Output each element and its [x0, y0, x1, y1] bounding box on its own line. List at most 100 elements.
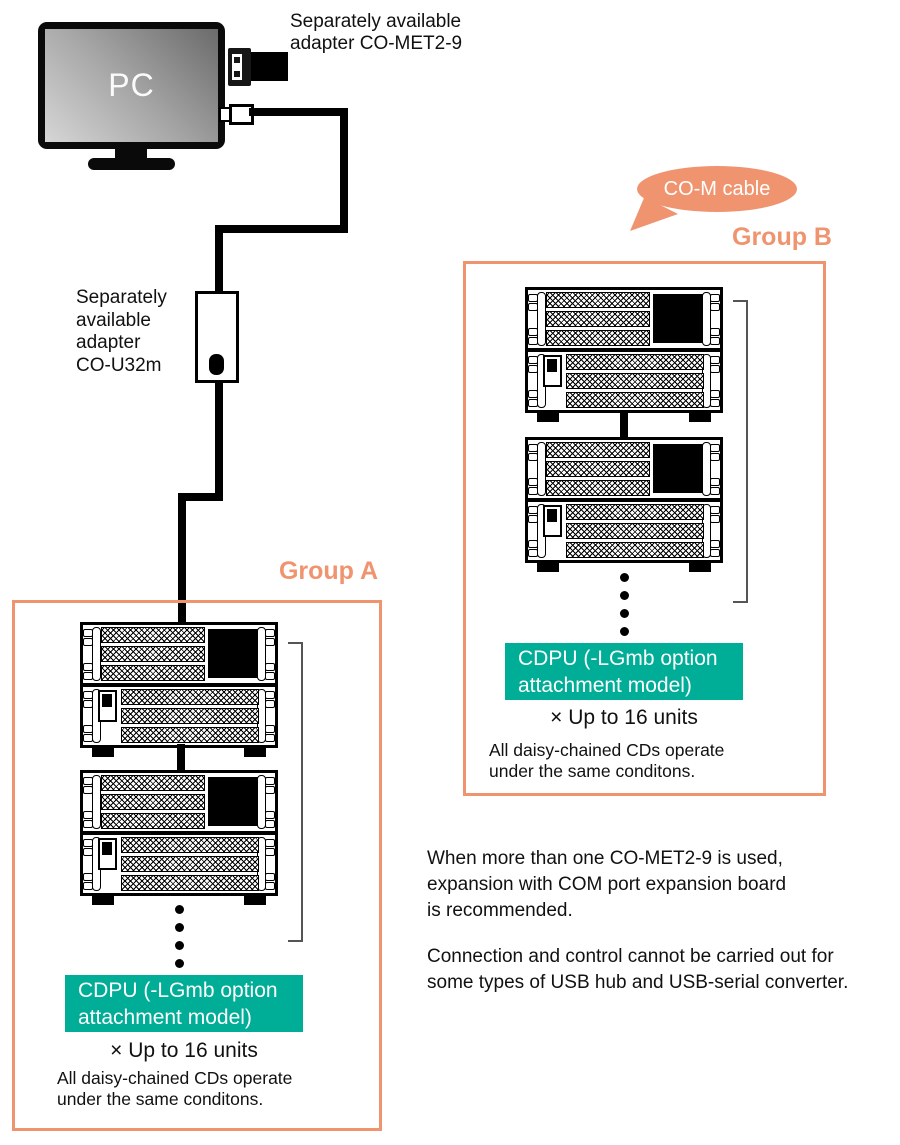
- cd-unit: [525, 437, 723, 572]
- power-switch: [98, 838, 117, 870]
- vent-panel: [546, 330, 650, 346]
- screw-icon: [265, 848, 275, 856]
- cable-segment: [178, 493, 186, 624]
- vent-panel: [101, 794, 205, 810]
- ellipsis-dot: [175, 941, 184, 950]
- screw-icon: [265, 811, 275, 819]
- cable-segment: [215, 225, 348, 233]
- rack-rail: [257, 775, 266, 829]
- ellipsis-dot: [620, 627, 629, 636]
- cd-chassis-display: [80, 770, 278, 834]
- co-m-cable-bubble: CO-M cable: [637, 166, 797, 212]
- pc-label: PC: [108, 67, 155, 103]
- quantity-label: × Up to 16 units: [110, 1039, 258, 1062]
- vent-panel: [121, 708, 259, 724]
- ellipsis-dot: [620, 609, 629, 618]
- units-bracket: [733, 300, 748, 603]
- unit-foot: [92, 748, 114, 757]
- power-switch: [98, 690, 117, 722]
- cd-chassis-base: [525, 349, 723, 413]
- screw-icon: [710, 453, 720, 461]
- cable-segment: [620, 410, 628, 439]
- screw-icon: [265, 629, 275, 637]
- screw-icon: [265, 734, 275, 742]
- co-u32m-adapter: [195, 291, 239, 383]
- rack-rail: [257, 627, 266, 681]
- vent-panel: [101, 665, 205, 681]
- rack-rail: [537, 442, 546, 496]
- units-bracket: [288, 642, 303, 942]
- co-u32m-label: Separately available adapter CO-U32m: [76, 287, 167, 376]
- vent-panel: [121, 727, 259, 743]
- rack-rail: [92, 627, 101, 681]
- screw-icon: [265, 882, 275, 890]
- screw-icon: [710, 549, 720, 557]
- vent-panel: [546, 461, 650, 477]
- cdpu-badge: CDPU (-LGmb option attachment model): [505, 643, 743, 700]
- screw-icon: [710, 337, 720, 345]
- unit-foot: [537, 563, 559, 572]
- unit-foot: [689, 413, 711, 422]
- unit-foot: [537, 413, 559, 422]
- screw-icon: [265, 672, 275, 680]
- cd-unit: [80, 770, 278, 905]
- group-b-title: Group B: [732, 223, 832, 251]
- screw-icon: [265, 638, 275, 646]
- vent-panel: [101, 646, 205, 662]
- screw-icon: [265, 725, 275, 733]
- screw-icon: [710, 478, 720, 486]
- screw-icon: [710, 356, 720, 364]
- screw-icon: [265, 663, 275, 671]
- vent-panel: [121, 837, 259, 853]
- screw-icon: [710, 540, 720, 548]
- power-switch: [543, 355, 562, 387]
- co-met2-9-adapter-body: [251, 52, 288, 81]
- screw-icon: [710, 506, 720, 514]
- vent-panel: [121, 875, 259, 891]
- vent-panel: [566, 504, 704, 520]
- unit-foot: [244, 896, 266, 905]
- cable-segment: [249, 108, 348, 116]
- screw-icon: [265, 873, 275, 881]
- screw-icon: [710, 294, 720, 302]
- unit-foot: [244, 748, 266, 757]
- vent-panel: [546, 480, 650, 496]
- vent-panel: [566, 392, 704, 408]
- vent-panel: [566, 542, 704, 558]
- screw-icon: [710, 390, 720, 398]
- footnote-expansion: When more than one CO-MET2-9 is used, ex…: [427, 848, 787, 921]
- cable-segment: [177, 744, 185, 772]
- rack-rail: [702, 442, 711, 496]
- rack-rail: [537, 292, 546, 346]
- power-switch: [543, 505, 562, 537]
- vent-panel: [566, 523, 704, 539]
- display-panel: [208, 777, 258, 826]
- unit-foot: [92, 896, 114, 905]
- screw-icon: [265, 691, 275, 699]
- screw-icon: [710, 515, 720, 523]
- group-a-title: Group A: [278, 557, 378, 585]
- co-m-cable-label: CO-M cable: [663, 177, 771, 200]
- vent-panel: [566, 373, 704, 389]
- rack-rail: [92, 775, 101, 829]
- display-panel: [653, 444, 703, 493]
- monitor-stand-neck: [115, 147, 147, 160]
- serial-connector-icon: [228, 48, 251, 86]
- ellipsis-dot: [620, 591, 629, 600]
- group-b-box: [463, 261, 826, 796]
- ellipsis-dot: [175, 905, 184, 914]
- screw-icon: [265, 700, 275, 708]
- cd-unit: [80, 622, 278, 757]
- footnote-usb: Connection and control cannot be carried…: [427, 946, 849, 993]
- vent-panel: [101, 775, 205, 791]
- cd-chassis-display: [80, 622, 278, 686]
- rack-rail: [702, 292, 711, 346]
- cd-chassis-base: [525, 499, 723, 563]
- cdpu-badge: CDPU (-LGmb option attachment model): [65, 975, 303, 1032]
- cd-unit: [525, 287, 723, 422]
- co-met2-9-label: Separately available adapter CO-MET2-9: [290, 11, 463, 54]
- cd-chassis-base: [80, 684, 278, 748]
- screw-icon: [710, 303, 720, 311]
- screw-icon: [710, 365, 720, 373]
